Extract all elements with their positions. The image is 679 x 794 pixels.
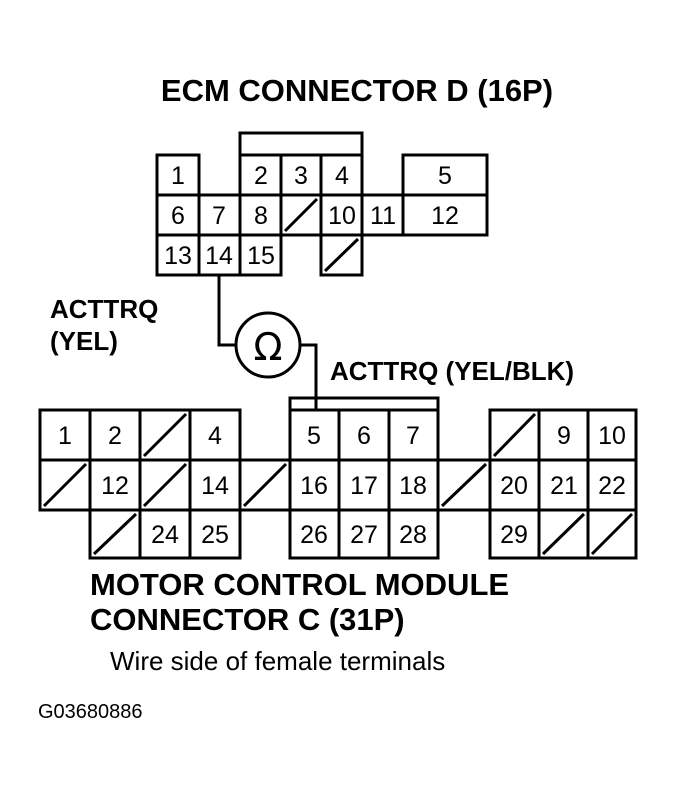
ecm-pin-1: 1: [171, 162, 185, 190]
ecm-pin-12: 12: [431, 202, 459, 230]
mcm-cell-31-blank: [586, 508, 638, 560]
signal-left-line2: (YEL): [50, 326, 118, 356]
mcm-pin-18: 18: [399, 472, 427, 500]
mcm-pin-25: 25: [201, 521, 229, 549]
ecm-pin-4: 4: [335, 162, 349, 190]
mcm-pin-20: 20: [500, 472, 528, 500]
mcm-pin-27: 27: [350, 521, 378, 549]
wire-mcm-pin-5: [300, 343, 318, 410]
mcm-cell-25: [188, 508, 242, 560]
ecm-pin-14: 14: [205, 242, 233, 270]
ecm-connector-title: ECM CONNECTOR D (16P): [161, 73, 553, 108]
mcm-connector: 1 2 4 5 6 7 9 10 12 14 16 17 18 20 21 22…: [38, 396, 638, 560]
figure-code: G03680886: [38, 701, 143, 723]
signal-right-label: ACTTRQ (YEL/BLK): [330, 356, 574, 386]
ecm-pin-15: 15: [247, 242, 275, 270]
mcm-connector-title-line1: MOTOR CONTROL MODULE: [90, 567, 509, 602]
wire-ecm-pin-14: [217, 275, 236, 347]
mcm-connector-title-line2: CONNECTOR C (31P): [90, 602, 405, 637]
ecm-cell-12: [401, 193, 489, 237]
mcm-pin-5: 5: [307, 422, 321, 450]
test-wiring: Ω: [217, 275, 318, 410]
mcm-pin-4: 4: [208, 422, 222, 450]
ecm-pin-2: 2: [254, 162, 268, 190]
mcm-pin-7: 7: [406, 422, 420, 450]
mcm-pin-1: 1: [58, 422, 72, 450]
ecm-pin-5: 5: [438, 162, 452, 190]
signal-left-line1: ACTTRQ: [50, 294, 158, 324]
mcm-pin-12: 12: [101, 472, 129, 500]
mcm-pin-9: 9: [557, 422, 571, 450]
ecm-pin-8: 8: [254, 202, 268, 230]
mcm-pin-22: 22: [598, 472, 626, 500]
mcm-pin-17: 17: [350, 472, 378, 500]
ecm-pin-3: 3: [294, 162, 308, 190]
ecm-connector: 1 2 3 4 5 6 7 8 10 11 12 13 14 15: [155, 131, 489, 277]
mcm-cell-28: [387, 508, 440, 560]
ohm-symbol: Ω: [253, 325, 282, 369]
mcm-pin-21: 21: [550, 472, 578, 500]
mcm-pin-24: 24: [151, 521, 179, 549]
ecm-pin-7: 7: [212, 202, 226, 230]
mcm-pin-28: 28: [399, 521, 427, 549]
ecm-cell-blank-b: [319, 233, 364, 277]
mcm-pin-16: 16: [300, 472, 328, 500]
terminal-view-note: Wire side of female terminals: [110, 646, 445, 676]
mcm-pin-26: 26: [300, 521, 328, 549]
mcm-pin-10: 10: [598, 422, 626, 450]
mcm-pin-2: 2: [108, 422, 122, 450]
ecm-pin-13: 13: [164, 242, 192, 270]
ecm-pin-6: 6: [171, 202, 185, 230]
ecm-pin-11: 11: [370, 202, 396, 230]
mcm-pin-14: 14: [201, 472, 229, 500]
ecm-pin-10: 10: [328, 202, 356, 230]
mcm-pin-29: 29: [500, 521, 528, 549]
mcm-pin-6: 6: [357, 422, 371, 450]
